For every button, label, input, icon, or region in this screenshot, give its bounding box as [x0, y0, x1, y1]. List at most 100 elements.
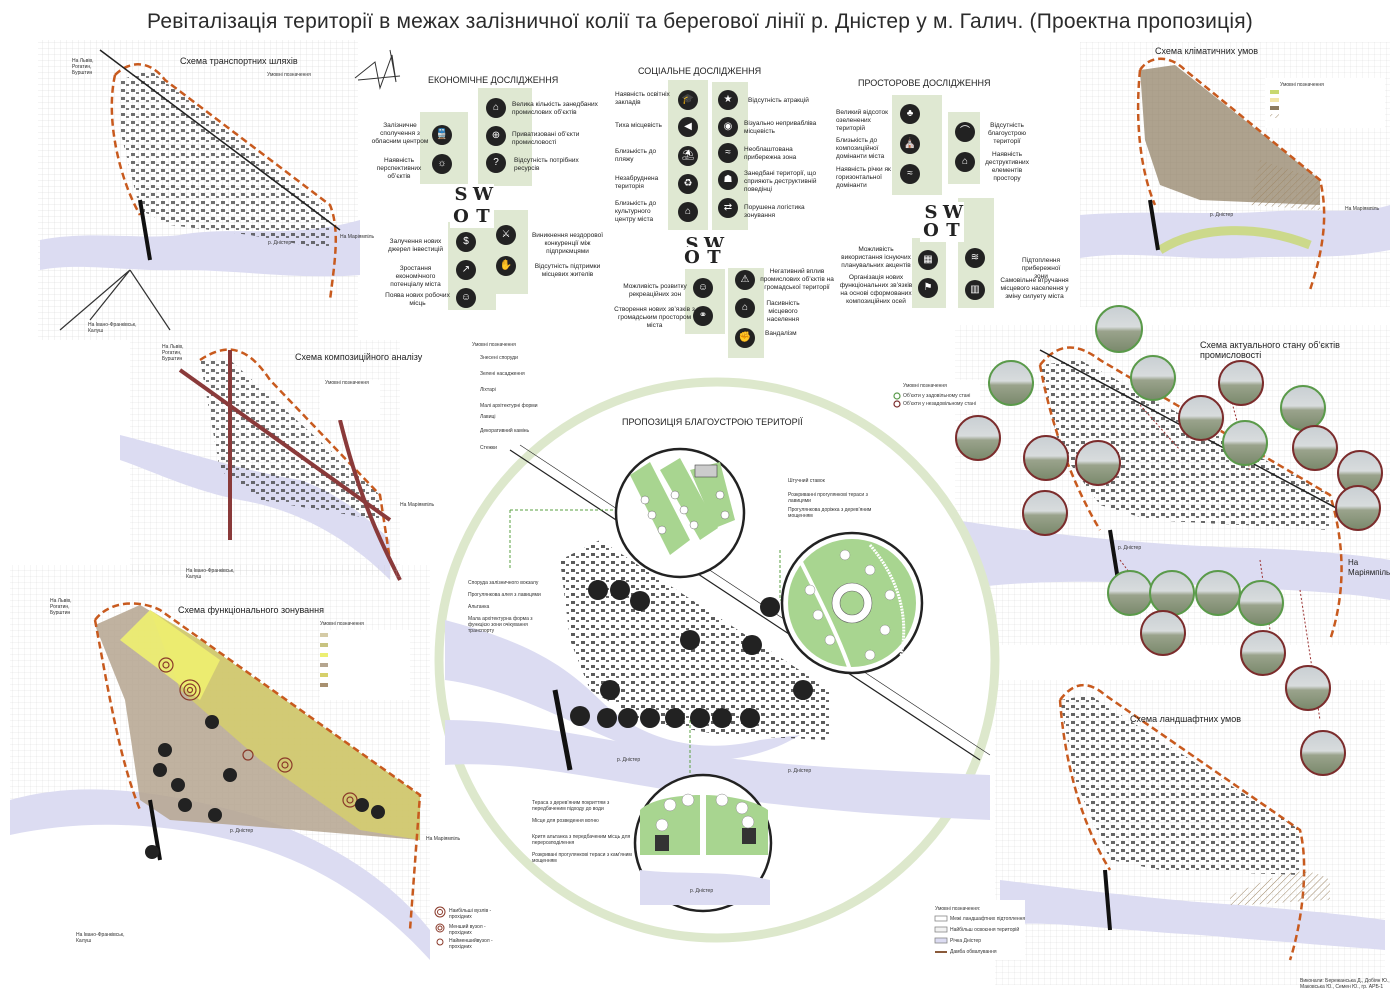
spatial-o-1: Можливість використання існуючих планува… — [841, 246, 911, 269]
social-w-5: Порушена логістика зонування — [744, 204, 805, 219]
proposal-legend-4: Малі архітектурні форми — [480, 403, 538, 409]
economic-w-3: Відсутність потрібних ресурсів — [514, 157, 579, 172]
proposal-left-3: Альтанка — [468, 604, 490, 610]
proposal-legend-5: Лавиці — [480, 414, 496, 420]
photo-circle — [1222, 420, 1268, 466]
composition-map-title: Схема композиційного аналізу — [295, 352, 423, 362]
swot-w: W — [942, 202, 964, 224]
industry-legend-2: Об’єкти у незадовільному стані — [903, 401, 976, 407]
competition-icon: ⚔ — [496, 225, 516, 245]
spatial-title: ПРОСТОРОВЕ ДОСЛІДЖЕННЯ — [858, 78, 991, 88]
building-icon: ▥ — [965, 280, 985, 300]
pollution-icon: ⚠ — [735, 270, 755, 290]
social-t-3: Вандалізм — [765, 330, 797, 337]
photo-circle — [1285, 665, 1331, 711]
proposal-bottom-1: Тераса з дерев’яним покриттям з передбач… — [532, 800, 610, 812]
trash-icon: ♻ — [678, 174, 698, 194]
social-o-1: Можливість розвитку рекреаційних зон — [623, 283, 687, 298]
spatial-s-1: Великий відсоток озеленених територій — [836, 109, 888, 132]
transport-dir-if: На Івано-Франківськ, Калуш — [88, 322, 137, 334]
functional-river: р. Дністер — [230, 828, 254, 834]
spatial-t-2: Самовільне втручання місцевого населення… — [1000, 277, 1069, 300]
spatial-s-2: Близькість до композиційної домінанти мі… — [836, 137, 885, 160]
composition-dir-lviv: На Львів, Рогатин, Бурштин — [162, 344, 184, 362]
photo-circle — [1335, 485, 1381, 531]
swot-o: O — [920, 220, 942, 242]
economic-t-panel — [488, 210, 528, 294]
spatial-w-1: Відсутність благоустрою території — [987, 122, 1027, 145]
proposal-bottom-2: Місце для розведення вогню — [532, 818, 599, 824]
transport-dir-lviv: На Львів, Рогатин, Бурштин — [72, 58, 94, 76]
swot-w: W — [472, 184, 494, 206]
functional-legend-title: Умовні позначення — [320, 621, 364, 627]
social-w-3: Необлаштована прибережна зона — [744, 146, 797, 161]
climate-dir-marm: На Маріямпіль — [1345, 206, 1380, 212]
proposal-right-2: Розкриванні прогулянкові тераси з лавиця… — [788, 492, 868, 504]
transport-legend-title: Умовні позначення — [267, 72, 311, 78]
landscape-map-title: Схема ландшафтних умов — [1130, 714, 1242, 724]
proposal-river-3: р. Дністер — [690, 888, 714, 894]
industry-river: р. Дністер — [1118, 545, 1142, 551]
proposal-legend-title: Умовні позначення — [472, 342, 516, 348]
industry-map-title: Схема актуального стану об’єктів промисл… — [1200, 340, 1340, 360]
church-icon: ⛪ — [900, 134, 920, 154]
trees-icon: ♣ — [900, 104, 920, 124]
industry-legend-title: Умовні позначення — [903, 383, 947, 389]
proposal-legend-6: Декоративний камінь — [480, 428, 530, 434]
detail-circle-3 — [633, 773, 773, 913]
proposal-bottom-3: Критя альтанка з передбаченим місць для … — [532, 834, 631, 846]
industry-dir-marm: На Маріямпіль — [1348, 558, 1391, 577]
transport-dir-marm: На Маріямпіль — [340, 234, 375, 240]
economic-s-2: Наявність перспективних об’єктів — [376, 157, 422, 180]
recreation-icon: ☺ — [693, 278, 713, 298]
investment-icon: $ — [456, 232, 476, 252]
photo-circle — [1218, 360, 1264, 406]
logistics-icon: ⇄ — [718, 198, 738, 218]
landscape-legend-3: Річка Дністер — [950, 938, 982, 944]
map-pins — [570, 580, 813, 728]
authors-credit: Виконали: Бережанська Д., Добіян Ю., Мак… — [1300, 978, 1390, 990]
social-t-2: Пасивність місцевого населення — [766, 300, 800, 323]
photo-circle — [1140, 610, 1186, 656]
social-w-1: Відсутність атракцій — [748, 97, 809, 104]
photo-circle — [988, 360, 1034, 406]
lightbulb-icon: ☼ — [432, 154, 452, 174]
photo-circle — [1107, 570, 1153, 616]
social-w-4: Занедбані території, що сприяють деструк… — [744, 170, 817, 193]
proposal-left-1: Споруда залізничного вокзалу — [468, 580, 539, 586]
spatial-s-3: Наявність річки як горизонтальної доміна… — [836, 166, 891, 189]
industry-legend-1: Об’єкти у задовільному стані — [903, 393, 971, 399]
functional-dir-marm: На Маріямпіль — [426, 836, 461, 842]
economic-t-1: Виникнення нездорової конкуренції між пі… — [531, 232, 604, 255]
photo-circle — [1238, 580, 1284, 626]
resources-icon: ? — [486, 153, 506, 173]
house-icon: ⌂ — [955, 152, 975, 172]
social-s-5: Близькість до культурного центру міста — [615, 200, 657, 223]
school-icon: 🎓 — [678, 90, 698, 110]
photo-circle — [1022, 490, 1068, 536]
proposal-circle — [434, 377, 1000, 943]
workers-icon: ☺ — [456, 288, 476, 308]
spatial-w-2: Наявність деструктивних елементів просто… — [985, 151, 1029, 182]
photo-circle — [1280, 385, 1326, 431]
landscape-map — [930, 680, 1385, 985]
swot-t: T — [472, 206, 494, 228]
bench-icon: ⌒ — [955, 122, 975, 142]
landscape-legend-4: Дамба обвалування — [950, 949, 997, 955]
composition-map — [120, 340, 402, 581]
functional-legend-1: Наибільші вузлів - прохідних — [449, 908, 492, 920]
proposal-left-4: Мала архітектурна форма з функцією зони … — [468, 616, 533, 634]
photo-circle — [1240, 630, 1286, 676]
proposal-legend-2: Зелені насадження — [480, 371, 525, 377]
economic-w-1: Велика кількість занедбаних промислових … — [512, 101, 598, 116]
logo-icon — [354, 49, 401, 90]
social-title: СОЦІАЛЬНЕ ДОСЛІДЖЕННЯ — [638, 66, 762, 76]
detail-circle-2 — [780, 531, 924, 675]
photo-circle — [1149, 570, 1195, 616]
economic-title: ЕКОНОМІЧНЕ ДОСЛІДЖЕННЯ — [428, 75, 559, 85]
growth-icon: ↗ — [456, 260, 476, 280]
shore-icon: ≈ — [718, 143, 738, 163]
abandoned-icon: ☗ — [718, 170, 738, 190]
proposal-right-3: Прогулянкова доріжка з дерев’яним мощенн… — [788, 507, 872, 519]
